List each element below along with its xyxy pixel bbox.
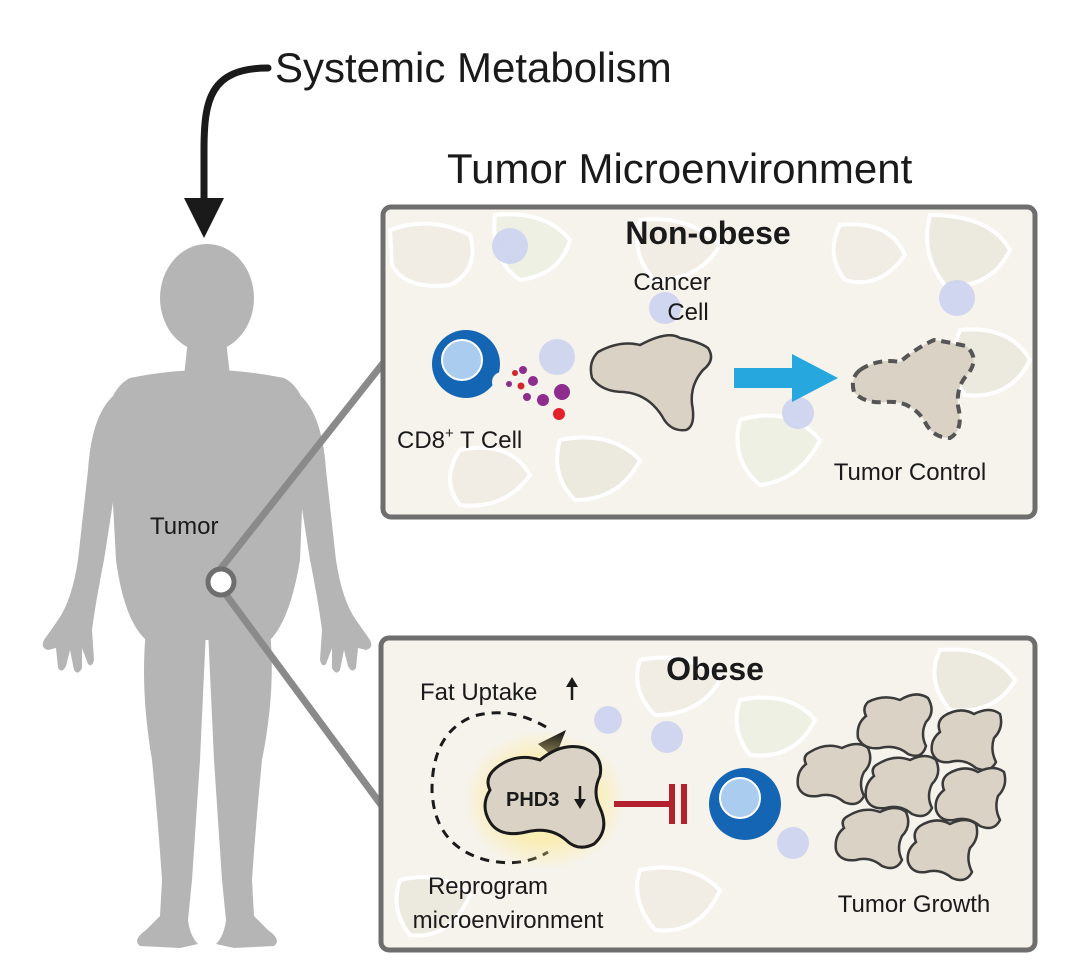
cancer-cell-label-line2: Cell: [667, 299, 708, 326]
systemic-metabolism-label: Systemic Metabolism: [275, 44, 672, 91]
tumor-growth-cluster: [796, 693, 1007, 882]
tumor-marker: [205, 566, 237, 598]
zoom-line-top: [215, 359, 387, 575]
background-lymphocytes: [492, 228, 975, 429]
panel-obese: Obese Fat Uptake PHD3 Reprogram microenv…: [378, 635, 1038, 953]
controlled-cancer-cell: [850, 337, 976, 441]
inhibited-t-cell: [709, 768, 781, 840]
background-cells: [394, 647, 1018, 938]
fat-uptake-label: Fat Uptake: [420, 679, 537, 706]
phd3-label: PHD3: [506, 789, 559, 811]
tumor-control-label: Tumor Control: [834, 459, 986, 486]
fat-uptake-cycle-arrow: [430, 711, 549, 865]
panel-non-obese: Non-obese CD8+ T Cell Cancer Cell: [380, 204, 1038, 520]
cd8-t-cell: [432, 330, 512, 398]
cancer-cell-label-line1: Cancer: [633, 269, 710, 296]
tumor-growth-label: Tumor Growth: [838, 891, 990, 918]
background-lymphocytes: [594, 706, 809, 859]
background-cells: [387, 212, 1033, 508]
systemic-arrow: [200, 64, 272, 209]
panel-title-non-obese: Non-obese: [625, 215, 790, 251]
zoom-line-bottom: [221, 589, 385, 809]
reprogram-label-line2: microenvironment: [413, 907, 604, 934]
tumor-label: Tumor: [150, 513, 218, 540]
tumor-control-arrow: [734, 354, 838, 402]
cd8-t-cell-label: CD8+ T Cell: [397, 425, 522, 454]
tme-title: Tumor Microenvironment: [447, 145, 913, 192]
decrease-arrow-icon: [574, 786, 586, 809]
systemic-arrow-head: [184, 198, 224, 238]
cytotoxic-granules: [506, 366, 570, 420]
reprogram-label-line1: Reprogram: [428, 873, 548, 900]
increase-arrow-icon: [566, 677, 578, 700]
reprogrammed-cancer-cell: [483, 745, 606, 849]
inhibition-symbol: [614, 784, 687, 824]
panel-title-obese: Obese: [666, 651, 764, 687]
cancer-cell: [589, 333, 713, 432]
human-body-silhouette: [42, 244, 372, 948]
